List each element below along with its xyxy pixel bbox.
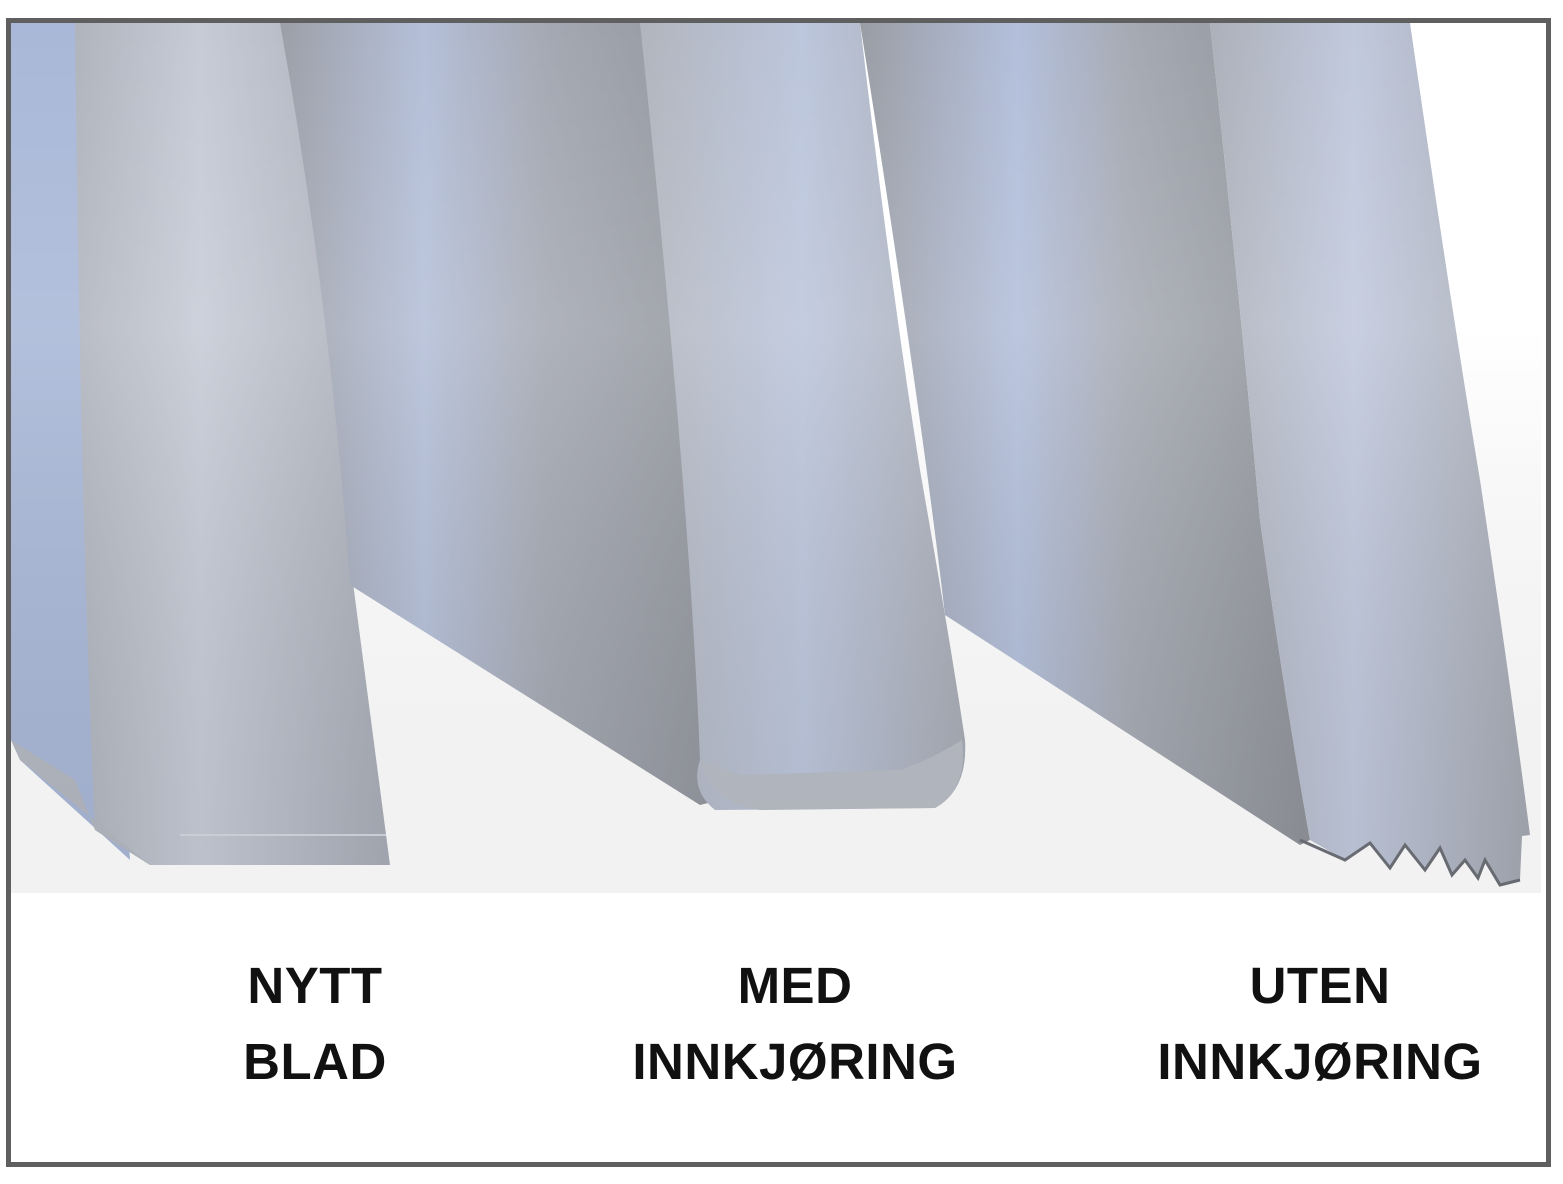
label-without-run-in: UTEN INNKJØRING: [1110, 948, 1530, 1100]
label-with-run-in-line2: INNKJØRING: [632, 1033, 958, 1090]
label-new-blade: NYTT BLAD: [105, 948, 525, 1100]
label-without-run-in-line2: INNKJØRING: [1157, 1033, 1483, 1090]
label-new-blade-line1: NYTT: [247, 957, 383, 1014]
label-with-run-in: MED INNKJØRING: [585, 948, 1005, 1100]
label-with-run-in-line1: MED: [737, 957, 853, 1014]
lighting-overlay: [11, 23, 1541, 893]
label-new-blade-line2: BLAD: [243, 1033, 387, 1090]
label-without-run-in-line1: UTEN: [1249, 957, 1391, 1014]
